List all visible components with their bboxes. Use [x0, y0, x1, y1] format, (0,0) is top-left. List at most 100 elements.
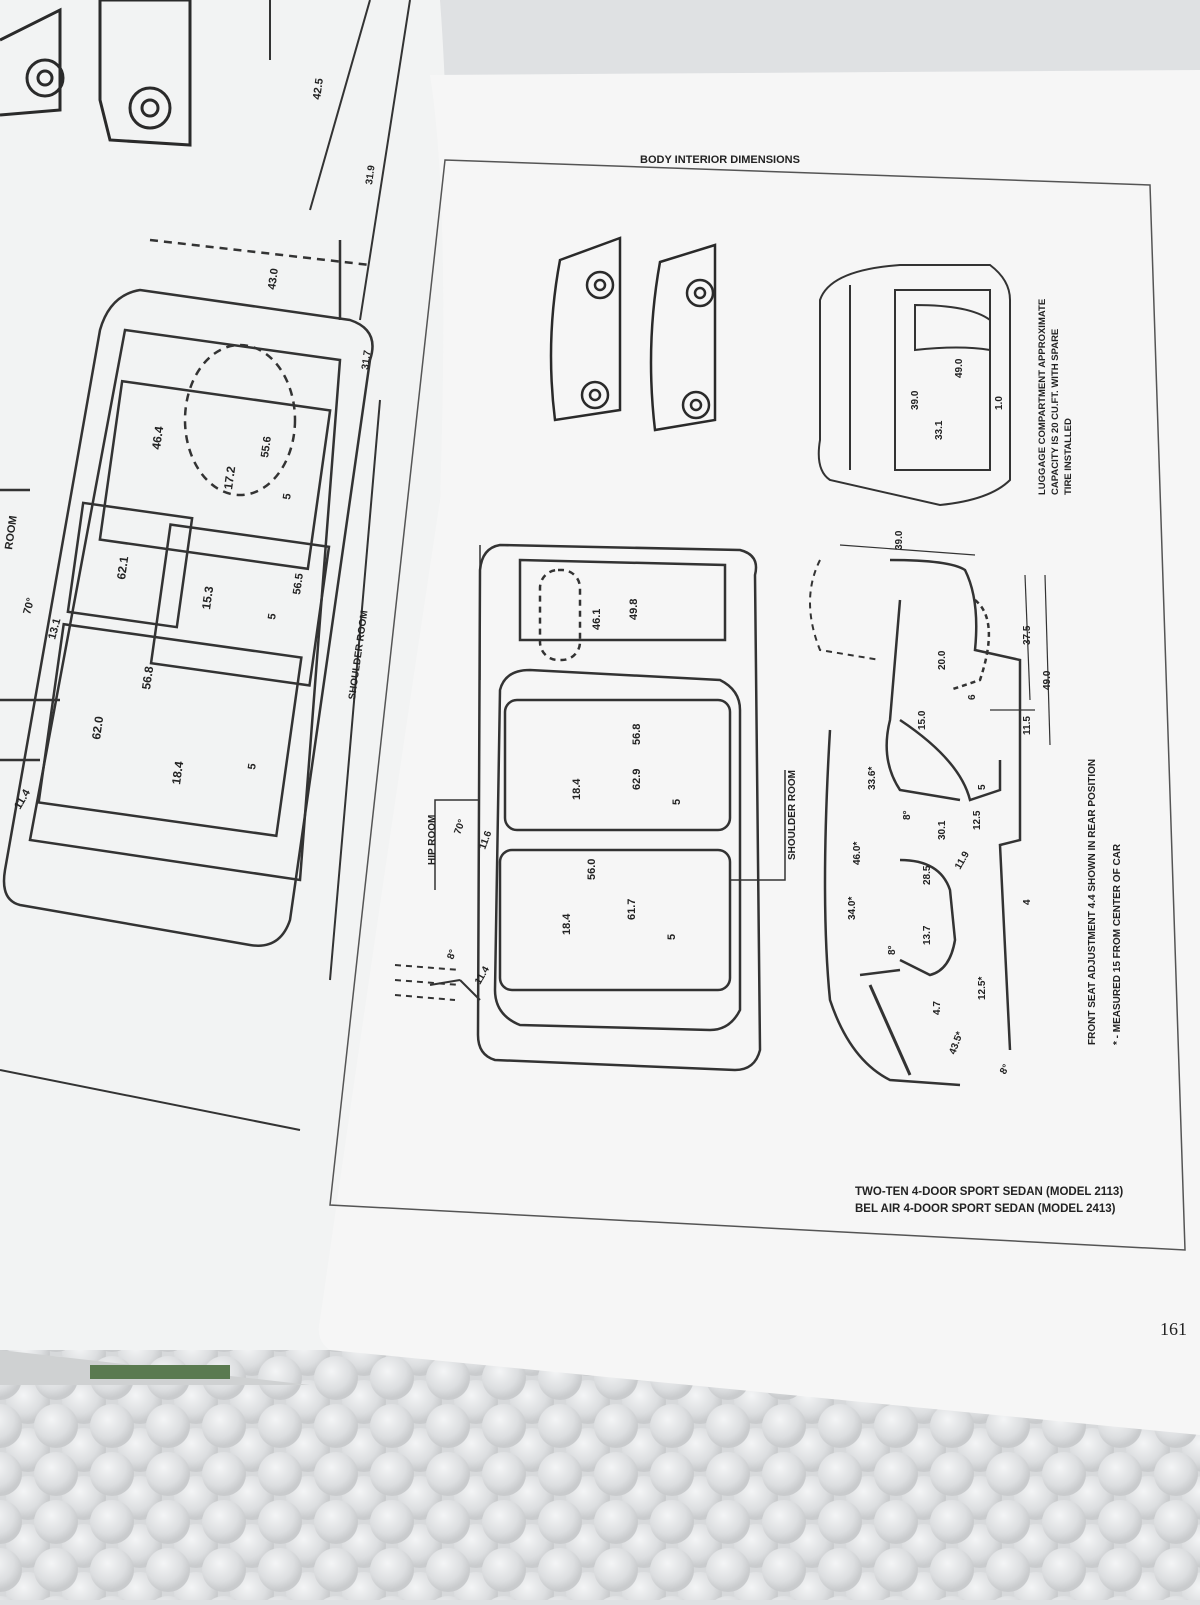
plan-dim-46-1: 46.1: [591, 609, 603, 630]
svg-text:13.7: 13.7: [922, 925, 933, 945]
caption-line-2: BEL AIR 4-DOOR SPORT SEDAN (MODEL 2413): [855, 1203, 1116, 1215]
hip-room-label: HIP ROOM: [427, 815, 438, 865]
svg-text:18.4: 18.4: [169, 760, 186, 785]
svg-text:8°: 8°: [887, 945, 898, 955]
left-dim-15-3: 15.3: [199, 585, 216, 610]
left-dim-42-5: 42.5: [311, 78, 326, 101]
left-dim-46-4: 46.4: [149, 425, 166, 450]
side-dim-15-0: 15.0: [917, 710, 928, 730]
svg-text:42.5: 42.5: [311, 78, 326, 101]
svg-text:11.5: 11.5: [1022, 716, 1033, 735]
trunk-dim-1-0: 1.0: [994, 396, 1005, 410]
svg-text:56.5: 56.5: [291, 573, 306, 596]
side-dimension-lines: [839, 544, 1051, 746]
svg-text:55.6: 55.6: [259, 436, 274, 459]
svg-text:18.4: 18.4: [571, 778, 583, 800]
shoulder-room-label: SHOULDER ROOM: [787, 770, 798, 860]
svg-text:15.0: 15.0: [917, 710, 928, 730]
svg-text:62.0: 62.0: [89, 715, 106, 740]
svg-text:CAPACITY IS 20 CU.FT. WITH SPA: CAPACITY IS 20 CU.FT. WITH SPARE: [1050, 329, 1061, 495]
svg-text:31.9: 31.9: [364, 164, 378, 185]
side-dim-12-5b: 12.5*: [977, 977, 988, 1000]
svg-text:49.0: 49.0: [1042, 670, 1053, 690]
right-car-icons: [549, 236, 717, 432]
side-dim-5: 5: [977, 784, 988, 790]
side-dim-49-0: 49.0: [1042, 670, 1053, 690]
svg-text:46.4: 46.4: [149, 425, 166, 450]
side-dim-8b: 8°: [887, 945, 898, 955]
left-dim-31-7: 31.7: [360, 349, 374, 370]
side-dim-20-0: 20.0: [937, 650, 948, 670]
left-dim-56-8: 56.8: [139, 665, 156, 690]
svg-text:33.6*: 33.6*: [867, 767, 878, 790]
svg-text:13.1: 13.1: [46, 617, 63, 641]
left-dim-13-1: 13.1: [46, 617, 63, 641]
right-page-sheet: [318, 70, 1200, 1435]
svg-text:31.7: 31.7: [360, 349, 374, 370]
left-dim-56-5: 56.5: [291, 573, 306, 596]
svg-text:30.1: 30.1: [937, 820, 948, 840]
plan-dim-49-8: 49.8: [628, 599, 640, 620]
side-dim-6: 6: [967, 694, 978, 700]
side-dim-39-0: 39.0: [894, 530, 905, 550]
svg-text:61.7: 61.7: [626, 899, 638, 920]
left-dim-5c: 5: [246, 763, 259, 771]
svg-text:12.5: 12.5: [972, 810, 983, 830]
side-dim-37-5: 37.5: [1022, 625, 1033, 645]
plan-dim-18-4b: 18.4: [561, 913, 573, 935]
svg-text:15.3: 15.3: [199, 585, 216, 610]
svg-text:8°: 8°: [998, 1063, 1012, 1077]
svg-text:39.0: 39.0: [910, 390, 921, 410]
left-dim-5b: 5: [266, 613, 279, 621]
side-dim-12-5a: 12.5: [972, 810, 983, 830]
side-dim-28-5: 28.5: [922, 865, 933, 885]
svg-text:5: 5: [671, 799, 683, 805]
plan-dim-56-8: 56.8: [631, 724, 643, 745]
svg-text:5: 5: [977, 784, 988, 790]
plan-dim-8: 8°: [445, 948, 459, 961]
right-page-frame: [329, 159, 1186, 1251]
plan-dim-62-9: 62.9: [631, 769, 643, 790]
page-title: BODY INTERIOR DIMENSIONS: [640, 154, 800, 166]
svg-text:56.8: 56.8: [631, 724, 643, 745]
svg-text:5: 5: [266, 613, 279, 621]
footnotes: FRONT SEAT ADJUSTMENT 4.4 SHOWN IN REAR …: [1087, 759, 1123, 1045]
trunk-dim-49-0: 49.0: [954, 358, 965, 378]
svg-text:56.0: 56.0: [586, 859, 598, 880]
svg-text:34.0*: 34.0*: [847, 897, 858, 920]
left-dim-43-0: 43.0: [266, 268, 281, 291]
side-dim-4-7: 4.7: [932, 1001, 943, 1015]
left-dim-55-6: 55.6: [259, 436, 274, 459]
caption-line-1: TWO-TEN 4-DOOR SPORT SEDAN (MODEL 2113): [855, 1186, 1123, 1198]
side-dim-13-7: 13.7: [922, 925, 933, 945]
svg-text:43.0: 43.0: [266, 268, 281, 291]
page-number: 161: [1160, 1319, 1187, 1339]
trunk-diagram: [817, 264, 1011, 507]
side-dim-11-5: 11.5: [1022, 716, 1033, 735]
plan-view-diagram: [394, 543, 786, 1072]
luggage-note: LUGGAGE COMPARTMENT APPROXIMATE CAPACITY…: [1037, 299, 1074, 495]
svg-text:12.5*: 12.5*: [977, 977, 988, 1000]
left-dim-62-0: 62.0: [89, 715, 106, 740]
plan-dim-5a: 5: [671, 799, 683, 805]
svg-text:56.8: 56.8: [139, 665, 156, 690]
svg-text:* - MEASURED 15 FROM CENTER OF: * - MEASURED 15 FROM CENTER OF CAR: [1112, 843, 1123, 1045]
svg-text:49.0: 49.0: [954, 358, 965, 378]
plan-dim-56-0: 56.0: [586, 859, 598, 880]
svg-text:49.8: 49.8: [628, 599, 640, 620]
svg-text:LUGGAGE COMPARTMENT APPROXIMAT: LUGGAGE COMPARTMENT APPROXIMATE: [1037, 299, 1048, 495]
side-dim-46-0: 46.0*: [852, 842, 863, 865]
side-dim-34-0: 34.0*: [847, 897, 858, 920]
side-dim-30-1: 30.1: [937, 820, 948, 840]
svg-text:HIP ROOM: HIP ROOM: [427, 815, 438, 865]
left-dim-70: 70°: [21, 597, 37, 616]
left-dim-17-2: 17.2: [221, 465, 238, 490]
left-dim-5a: 5: [281, 493, 294, 501]
side-dim-8c: 8°: [998, 1063, 1012, 1077]
left-car-icons: [0, 0, 192, 147]
plan-dim-18-4a: 18.4: [571, 778, 583, 800]
svg-text:TIRE INSTALLED: TIRE INSTALLED: [1063, 418, 1074, 495]
trunk-dim-39-0: 39.0: [910, 390, 921, 410]
